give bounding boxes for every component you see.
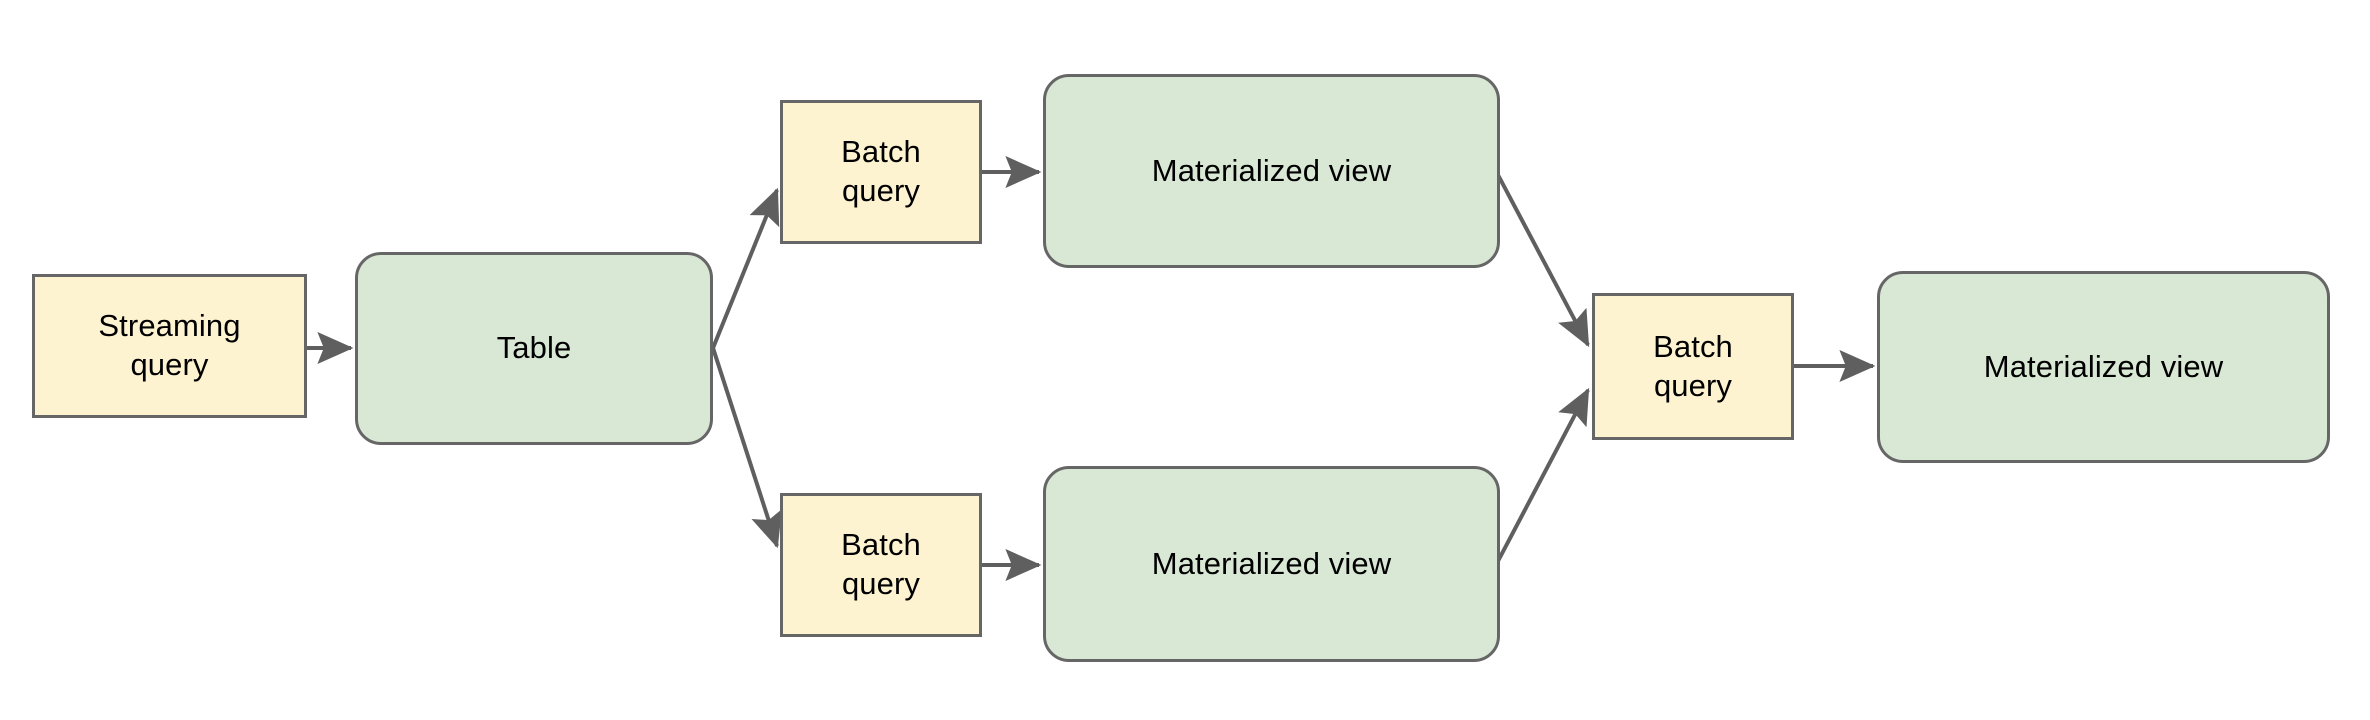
node-materialized-view-bottom-label: Materialized view: [1151, 545, 1392, 581]
node-materialized-view-right-label: Materialized view: [1983, 348, 2224, 384]
node-batch-query-bottom[interactable]: Batch query: [780, 493, 982, 637]
node-batch-query-top[interactable]: Batch query: [780, 100, 982, 244]
node-table-label: Table: [496, 330, 572, 366]
node-streaming-query[interactable]: Streaming query: [32, 274, 307, 418]
node-materialized-view-right[interactable]: Materialized view: [1877, 271, 2330, 463]
node-materialized-view-top-label: Materialized view: [1151, 152, 1392, 188]
node-materialized-view-bottom[interactable]: Materialized view: [1043, 466, 1500, 662]
edge-table-to-batch-query-bottom: [711, 347, 782, 549]
edge-materialized-view-top-to-batch-query-center: [1495, 172, 1590, 348]
node-table[interactable]: Table: [355, 252, 713, 445]
node-streaming-query-label: Streaming query: [98, 308, 241, 382]
node-batch-query-top-label: Batch query: [841, 134, 921, 208]
node-batch-query-bottom-label: Batch query: [841, 527, 921, 601]
edge-table-to-batch-query-top: [711, 187, 780, 349]
node-batch-query-center-label: Batch query: [1653, 328, 1733, 403]
node-materialized-view-top[interactable]: Materialized view: [1043, 74, 1500, 268]
node-batch-query-center[interactable]: Batch query: [1592, 293, 1794, 440]
edge-materialized-view-bottom-to-batch-query-center: [1495, 387, 1590, 564]
